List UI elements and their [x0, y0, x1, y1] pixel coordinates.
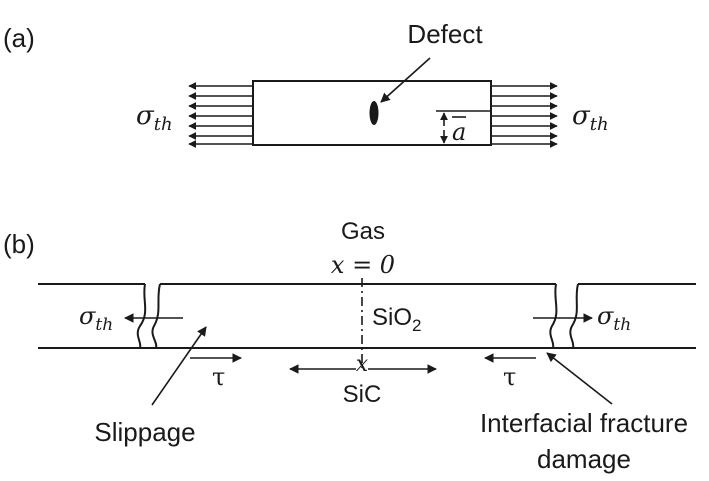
oxide-label: SiO2 [372, 304, 421, 335]
stress-label-right: σth [572, 101, 609, 135]
stress-label-left: σth [136, 101, 173, 135]
damage-label-line2: damage [537, 444, 631, 474]
left-stress-label: σth [79, 302, 113, 335]
oxide-specimen-box [252, 80, 492, 146]
panel-b: (b) σth σth Gas x = 0 SiO2 [3, 218, 696, 474]
left-crack-inner [151, 283, 161, 349]
origin-label: x = 0 [331, 251, 395, 279]
right-stress-arrows [491, 82, 558, 148]
left-stress-arrows [188, 82, 253, 148]
right-shear-label: τ [503, 363, 516, 391]
damage-pointer-arrow [546, 352, 613, 405]
defect-pointer-arrow [380, 57, 431, 103]
substrate-label: SiC [343, 381, 382, 408]
damage-label-line1: Interfacial fracture [480, 408, 688, 438]
slippage-pointer-arrow [151, 326, 207, 406]
thickness-dimension: a [436, 110, 491, 146]
right-crack-inner [549, 283, 558, 349]
gas-label: Gas [341, 218, 385, 245]
right-stress-label: σth [597, 302, 631, 335]
defect-marker [369, 101, 379, 125]
left-crack-outer [136, 283, 147, 349]
panel-a-label: (a) [3, 23, 35, 53]
slippage-label: Slippage [94, 417, 195, 447]
thickness-label: a [452, 118, 466, 146]
panel-b-label: (b) [3, 229, 35, 259]
panel-a: (a) Defect σth [3, 19, 609, 148]
right-crack-outer [569, 283, 579, 349]
defect-label: Defect [407, 19, 483, 49]
x-axis-label: x [356, 352, 369, 377]
left-shear-label: τ [212, 363, 225, 391]
